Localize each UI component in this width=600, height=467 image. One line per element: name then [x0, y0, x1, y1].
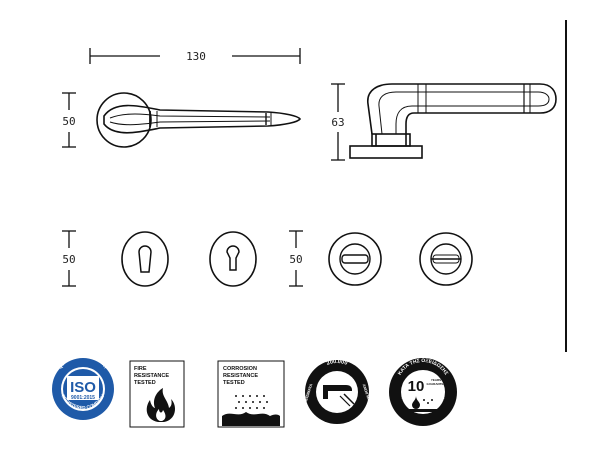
- iso-certification-badge: QUALITY MANAGEMENT REGISTERED COMPANY IS…: [52, 352, 114, 420]
- fire-line1: FIRE: [134, 366, 147, 372]
- corrosion-line1: CORROSION: [223, 366, 257, 372]
- oxidation-small-2: GUARANTEE: [426, 382, 445, 386]
- rose-height-dimension: [62, 92, 76, 148]
- wc-turn-escutcheon: [328, 232, 382, 286]
- iso-main-text: ISO: [70, 379, 96, 396]
- closures-cycles-badge: 200.000 CLOSURES ΚΛΕΙΣΙΜΑΤΑ ΑΝΟΙΓΜΑΤΑ: [303, 359, 373, 424]
- cycles-bottom-text: CLOSURES: [325, 402, 350, 410]
- key-escutcheon: [121, 231, 169, 287]
- corrosion-line2: RESISTANCE: [223, 373, 258, 379]
- corrosion-resistance-badge: CORROSION RESISTANCE TESTED: [217, 360, 285, 428]
- iso-standard-text: 9001:2015: [71, 395, 95, 401]
- cycles-top-text: 200.000: [326, 359, 348, 367]
- handle-cycle-icon: [323, 385, 355, 407]
- corrosion-line3: TESTED: [223, 380, 245, 386]
- handle-height-label: 63: [331, 116, 344, 129]
- lever-handle-front-view: [96, 92, 301, 148]
- cylinder-escutcheon: [209, 231, 257, 287]
- cycles-left-text: ΚΛΕΙΣΙΜΑΤΑ: [303, 383, 314, 406]
- escutcheon-right-dimension: [289, 230, 303, 287]
- fire-line3: TESTED: [134, 380, 156, 386]
- rose-height-label: 50: [62, 115, 75, 128]
- escutcheon-left-label: 50: [62, 253, 75, 266]
- wc-indicator-escutcheon: [419, 232, 473, 286]
- water-drop-icon: [408, 396, 438, 412]
- width-dimension-label: 130: [186, 50, 206, 63]
- oxidation-small-1: YEARS: [431, 378, 441, 382]
- cycles-right-text: ΑΝΟΙΓΜΑΤΑ: [362, 384, 373, 407]
- escutcheon-left-dimension: [62, 230, 76, 287]
- escutcheon-right-label: 50: [289, 253, 302, 266]
- fire-resistance-badge: FIRE RESISTANCE TESTED: [129, 360, 185, 428]
- oxidation-guarantee-badge: ΚΑΤΑ ΤΗΣ ΟΞΕΙΔΩΣΗΣ AGAINST OXIDATION 10 …: [389, 358, 457, 426]
- width-dimension: [89, 48, 301, 64]
- lever-handle-side-view: [349, 83, 557, 159]
- salt-spray-icon: [222, 395, 280, 426]
- flame-icon: [146, 388, 176, 422]
- handle-height-dimension: [331, 83, 345, 161]
- fire-line2: RESISTANCE: [134, 373, 169, 379]
- oxidation-years-number: 10: [408, 378, 425, 395]
